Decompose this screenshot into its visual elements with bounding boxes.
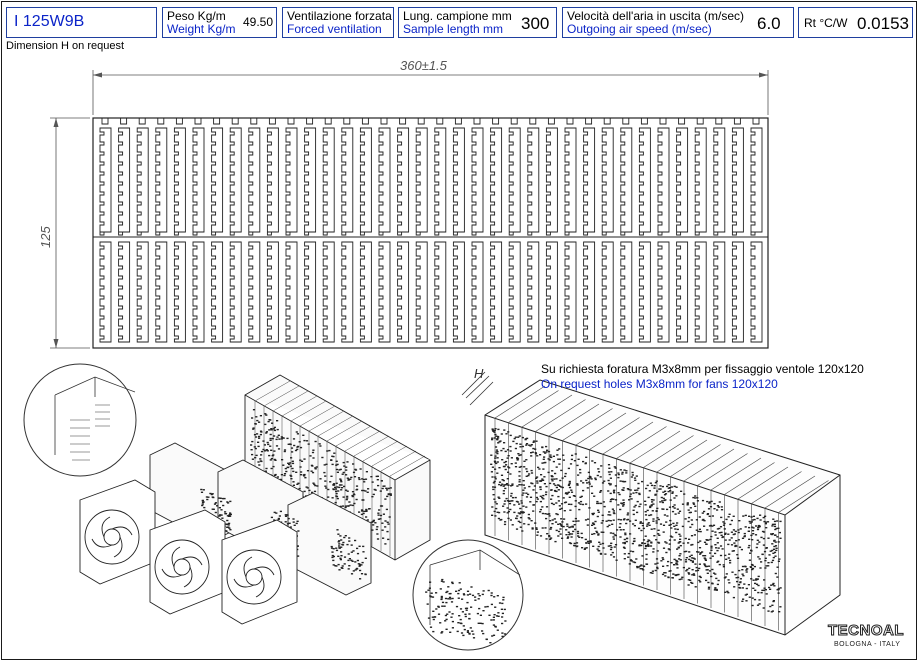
- detail-circle-left: [24, 364, 136, 476]
- fan-1: [80, 480, 155, 584]
- detail-circle-bottom: [413, 540, 523, 650]
- h-label: H: [474, 366, 484, 381]
- heatsink-section-outline: [93, 118, 768, 348]
- tecnoal-logo: TECNOAL BOLOGNA - ITALY: [826, 622, 912, 654]
- fan-3: [222, 520, 297, 624]
- brand-city: BOLOGNA - ITALY: [834, 641, 900, 648]
- width-dimension-label: 360±1.5: [400, 58, 448, 73]
- fan-2: [150, 510, 225, 614]
- assembled-heatsink: [485, 380, 840, 635]
- height-dimension-label: 125: [38, 226, 53, 248]
- brand-name: TECNOAL: [828, 622, 904, 639]
- holes-note-en: On request holes M3x8mm for fans 120x120: [541, 377, 778, 391]
- holes-note-it: Su richiesta foratura M3x8mm per fissagg…: [541, 362, 864, 376]
